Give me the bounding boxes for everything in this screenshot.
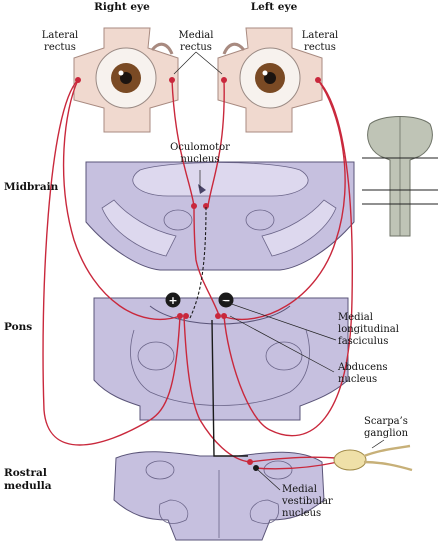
right-eye-pupil	[120, 72, 132, 84]
scarpas-nerve-fibers	[363, 444, 413, 472]
midbrain-section	[85, 161, 355, 271]
midbrain-label: Midbrain	[4, 181, 59, 193]
pathway-vestibular-excitatory	[183, 315, 251, 463]
scarpas-ganglion	[333, 444, 413, 472]
midbrain-left-red-nucleus	[163, 209, 193, 231]
medial-rectus-label-2: rectus	[180, 42, 212, 53]
leader-mlf	[219, 299, 337, 341]
pons-label: Pons	[4, 321, 32, 333]
pathway-right-outer-loop	[42, 79, 181, 446]
pathway-scarpas-afferent	[249, 456, 337, 463]
pathway-left-outer-loop	[223, 79, 353, 437]
right-eye-highlight	[118, 70, 124, 76]
left-eye	[217, 27, 323, 133]
medial-rectus-label-1: Medial	[179, 30, 214, 41]
medial-vestibular-label-3: nucleus	[282, 508, 321, 519]
right-lateral-rectus-label-2: rectus	[44, 42, 76, 53]
left-lateral-rectus-label-1: Lateral	[302, 30, 338, 41]
rostral-medulla-label-1: Rostral	[4, 467, 47, 479]
leader-scarpa	[371, 439, 385, 449]
abducens-nucleus-label-1: Abducens	[337, 362, 388, 373]
medulla-right-olive	[249, 499, 280, 524]
left-eye-title: Left eye	[251, 1, 298, 13]
pathway-vestibular-inhibitory	[211, 319, 248, 457]
mlf-label-1: Medial	[338, 312, 373, 323]
leader-abducens	[229, 315, 335, 373]
left-lateral-rectus-label-2: rectus	[304, 42, 336, 53]
pathway-scarpas-afferent-2	[253, 461, 339, 470]
medulla-right-nucleus	[263, 460, 293, 480]
midbrain-left-peduncle	[101, 199, 177, 257]
oculomotor-nucleus-label-1: Oculomotor	[170, 142, 230, 153]
pons-right-tract	[289, 329, 310, 393]
abducens-nucleus-label-2: nucleus	[338, 374, 377, 385]
left-eye-highlight	[262, 70, 268, 76]
medial-vestibular-label-2: vestibular	[281, 496, 333, 507]
right-eye	[73, 27, 179, 133]
medulla-left-nucleus	[145, 460, 175, 480]
scarpas-ganglion-label-2: ganglion	[364, 428, 409, 439]
midbrain-right-peduncle	[261, 199, 337, 257]
inhibitory-sign: −	[218, 292, 234, 308]
right-eye-title: Right eye	[94, 1, 150, 13]
left-eye-pupil	[264, 72, 276, 84]
pons-left-nucleus-outline	[137, 341, 175, 371]
medulla-left-olive	[158, 499, 189, 524]
right-eye-superior-oblique	[150, 42, 174, 55]
pathway-oculomotor-to-left-medial-rectus	[207, 79, 225, 207]
pathway-left-abducens-to-left-lateral-rectus	[221, 79, 346, 321]
mlf-label-2: longitudinal	[338, 324, 399, 335]
medial-vestibular-label-1: Medial	[282, 484, 317, 495]
midbrain-right-red-nucleus	[245, 209, 275, 231]
svg-text:−: −	[221, 294, 230, 307]
vestibular-nucleus-dot-b	[253, 465, 259, 471]
brainstem-inset	[362, 116, 438, 237]
vestibular-nucleus-dot-a	[247, 459, 253, 465]
pathway-oculomotor-to-right-medial-rectus	[171, 79, 195, 207]
pons-fourth-ventricle	[149, 305, 291, 325]
oculomotor-nucleus-label-2: nucleus	[180, 154, 219, 165]
pons-basal-fibers	[149, 391, 291, 406]
pons-right-nucleus-outline	[265, 341, 303, 371]
pons-left-tract	[130, 329, 151, 393]
left-eye-superior-oblique	[222, 42, 246, 55]
rostral-medulla-section	[113, 451, 325, 541]
mlf-label-3: fasciculus	[338, 336, 388, 347]
excitatory-sign: +	[165, 292, 181, 308]
pathways	[42, 79, 353, 471]
oculomotor-nucleus-dot-right	[203, 203, 209, 209]
pathway-mlf-return	[189, 205, 207, 319]
pathway-right-abducens-to-right-lateral-rectus	[62, 79, 181, 321]
leader-lines	[173, 51, 385, 491]
leader-medial-rectus	[173, 51, 223, 75]
svg-text:+: +	[168, 294, 177, 307]
pons-section	[93, 297, 349, 421]
right-abducens-dot-a	[215, 313, 221, 319]
rostral-medulla-label-2: medulla	[4, 480, 52, 492]
midbrain-tectum	[132, 162, 309, 197]
pathway-mlf	[193, 205, 221, 319]
scarpas-ganglion-label-1: Scarpa’s	[364, 416, 408, 427]
right-lateral-rectus-label-1: Lateral	[42, 30, 78, 41]
leader-medial-vestibular	[257, 469, 281, 491]
